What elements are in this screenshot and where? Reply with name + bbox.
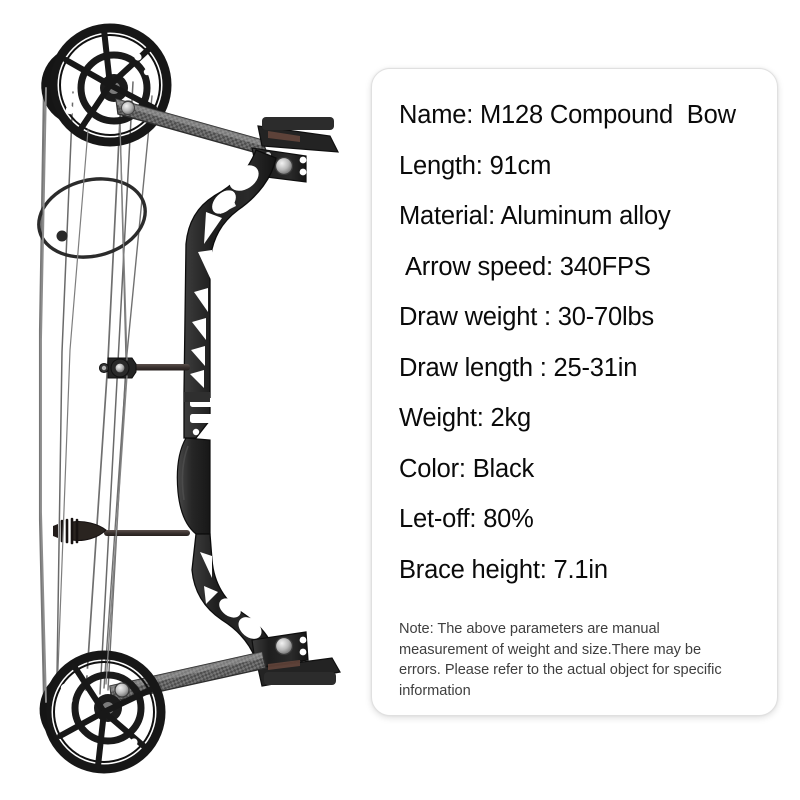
specification-list: Name: M128 Compound Bow Length: 91cm Mat…	[399, 101, 763, 608]
top-cam-wheel	[41, 23, 172, 147]
specification-panel: Name: M128 Compound Bow Length: 91cm Mat…	[371, 68, 778, 716]
spec-line-arrow-speed: Arrow speed: 340FPS	[405, 252, 651, 281]
bow-riser	[183, 149, 277, 439]
lower-riser	[191, 533, 277, 661]
spec-line-draw-length: Draw length : 25-31in	[399, 353, 638, 382]
cable-guard-assembly	[98, 357, 190, 379]
top-limb	[115, 98, 270, 158]
bow-grip	[176, 437, 211, 535]
measurement-note: Note: The above parameters are manual me…	[399, 621, 722, 700]
bottom-cam-wheel	[39, 650, 166, 774]
spec-line-length: Length: 91cm	[399, 151, 552, 180]
spec-line-material: Material: Aluminum alloy	[399, 202, 671, 230]
stabilizer	[53, 517, 190, 545]
product-image-area	[0, 0, 370, 800]
spec-line-weight: Weight: 2kg	[399, 404, 531, 432]
bottom-limb-pocket	[251, 631, 341, 687]
spec-line-name: Name: M128 Compound Bow	[399, 101, 736, 129]
bowstring-cables	[38, 77, 153, 702]
spec-line-brace-height: Brace height: 7.1in	[399, 555, 608, 584]
bowstring-front	[40, 87, 128, 703]
compound-bow-illustration	[37, 23, 341, 774]
string-suppressor-ring	[37, 177, 147, 259]
spec-line-let-off: Let-off: 80%	[399, 505, 534, 533]
spec-line-color: Color: Black	[399, 454, 535, 483]
spec-line-draw-weight: Draw weight : 30-70lbs	[399, 303, 654, 331]
